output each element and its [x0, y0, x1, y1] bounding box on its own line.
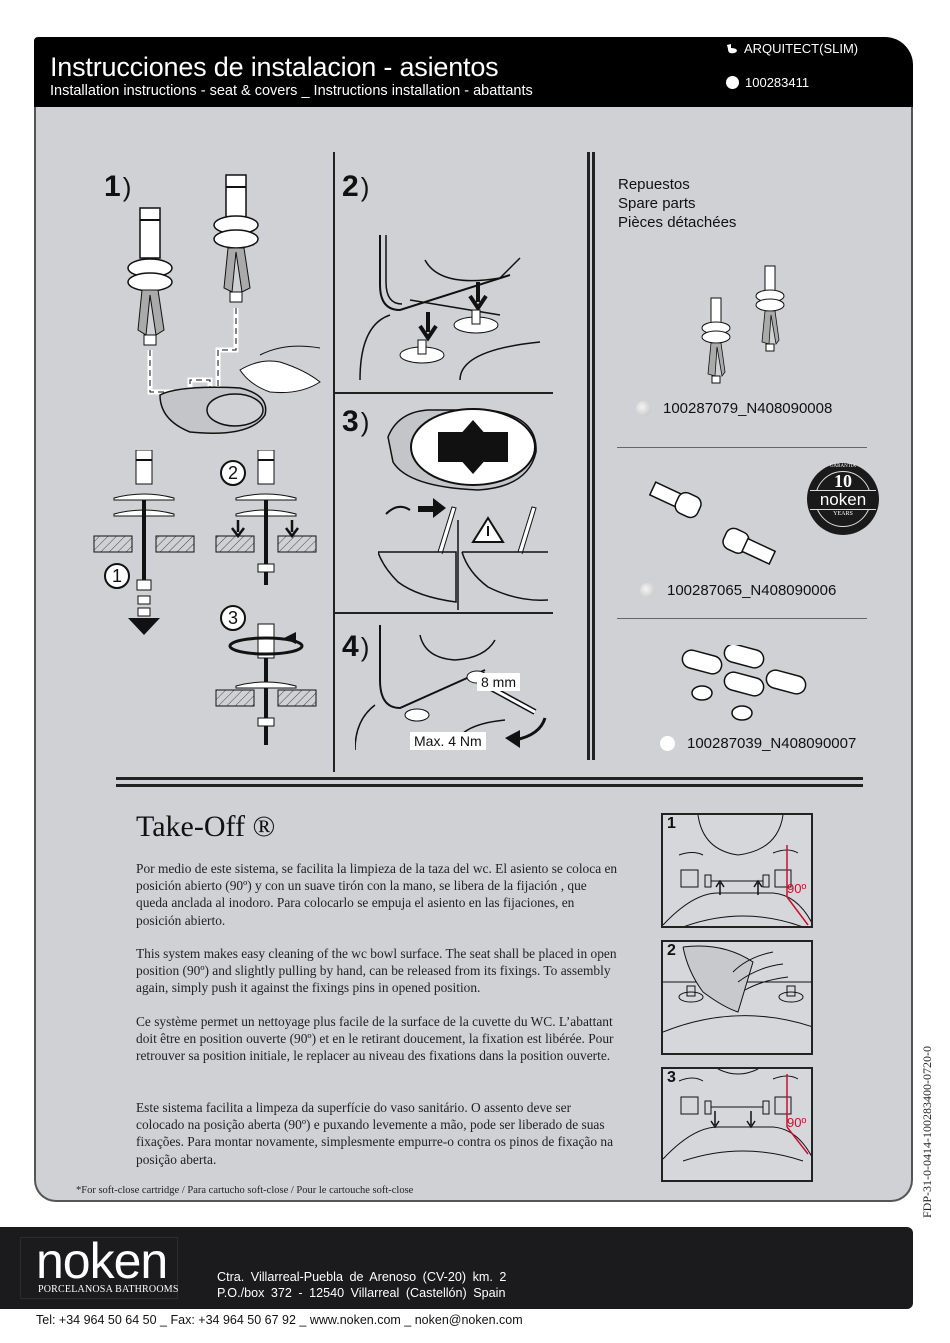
step-1-label: 1) — [104, 170, 132, 203]
heading-en: Spare parts — [618, 195, 696, 212]
seat-removal-step-2-image — [663, 945, 811, 1033]
spare-part-code: 100287079_N408090008 — [663, 400, 833, 417]
substep-2-badge: 2 — [220, 460, 246, 486]
spare-part-code: 100287065_N408090006 — [667, 582, 837, 599]
spare-part-item-3: 100287039_N408090007 — [660, 735, 856, 752]
step-2-label: 2) — [342, 170, 370, 203]
takeoff-text-pt: Este sistema facilita a limpeza da super… — [136, 1100, 614, 1167]
warranty-years-label: YEARS — [833, 511, 853, 517]
warranty-years: 10 — [834, 471, 852, 491]
model-label: ARQUITECT(SLIM) — [726, 41, 858, 56]
divider-step3-4 — [333, 612, 553, 614]
warranty-brand: noken — [810, 490, 876, 510]
takeoff-diagram-3: 3 90º — [661, 1067, 813, 1182]
angle-label: 90º — [787, 881, 807, 896]
takeoff-diagram-2: 2 — [661, 940, 813, 1055]
spare-divider-1 — [617, 447, 867, 448]
divider-spare-left — [587, 152, 590, 760]
takeoff-text-en: This system makes easy cleaning of the w… — [136, 946, 617, 996]
takeoff-text-es: Por medio de este sistema, se facilita l… — [136, 861, 618, 928]
spare-parts-heading: Repuestos Spare parts Pièces détachées — [618, 175, 736, 232]
brand-logo: noken — [36, 1233, 168, 1289]
document-code: FDP-31-0-0414-100283400-0720-0 — [920, 1046, 934, 1218]
spare-part-buffers-image — [681, 645, 807, 721]
address-line-2: P.O./box 372 - 12540 Villarreal (Castell… — [217, 1286, 506, 1300]
spare-part-code: 100287039_N408090007 — [687, 735, 857, 752]
spare-part-softclose-cartridge-image — [648, 481, 777, 566]
contact-info: Tel: +34 964 50 64 50 _ Fax: +34 964 50 … — [36, 1313, 523, 1327]
footer-bar: noken PORCELANOSA BATHROOMS Ctra. Villar… — [0, 1227, 913, 1309]
heading-es: Repuestos — [618, 176, 690, 193]
angle-label: 90º — [787, 1115, 807, 1130]
substep-1-badge: 1 — [104, 563, 130, 589]
finish-white-icon — [660, 736, 675, 751]
substep-3-badge: 3 — [220, 605, 246, 631]
spare-part-item-1: 100287079_N408090008 — [636, 400, 832, 417]
brand-tagline: PORCELANOSA BATHROOMS — [38, 1284, 179, 1295]
footnote: *For soft-close cartridge / Para cartuch… — [76, 1185, 414, 1196]
model-name: ARQUITECT(SLIM) — [744, 41, 859, 56]
warranty-top-text: GARANTIA — [829, 464, 857, 469]
step-4-label: 4) — [342, 630, 370, 663]
step-2-illustration — [359, 235, 541, 381]
diagram-number: 3 — [667, 1069, 676, 1086]
diagram-number: 2 — [667, 942, 676, 959]
takeoff-diagram-1: 1 90º — [661, 813, 813, 928]
seat-removal-step-3-image — [663, 1069, 811, 1162]
step-3-illustration — [378, 408, 549, 610]
finish-chrome-icon — [640, 583, 655, 598]
torque-label: Max. 4 Nm — [410, 732, 486, 750]
step-1-illustration — [127, 174, 321, 434]
company-address: Ctra. Villarreal-Puebla de Arenoso (CV-2… — [217, 1269, 506, 1301]
section-divider-bottom — [116, 784, 863, 787]
wrench-size-label: 8 mm — [477, 673, 520, 691]
divider-spare-right — [592, 152, 595, 760]
takeoff-text-fr: Ce système permet un nettoyage plus faci… — [136, 1014, 614, 1064]
spare-part-fixing-bolts-image — [701, 265, 785, 384]
heading-fr: Pièces détachées — [618, 214, 737, 231]
page-subtitle: Installation instructions - seat & cover… — [50, 83, 533, 99]
diagram-number: 1 — [667, 815, 676, 832]
product-code: 100283411 — [745, 75, 810, 90]
seat-removal-step-1-image — [663, 815, 811, 926]
product-code-label: 100283411 — [726, 75, 809, 90]
finish-white-icon — [726, 76, 739, 89]
page-title: Instrucciones de instalacion - asientos — [50, 52, 499, 82]
section-divider-top — [116, 777, 863, 780]
address-line-1: Ctra. Villarreal-Puebla de Arenoso (CV-2… — [217, 1270, 507, 1284]
spare-divider-2 — [617, 618, 867, 619]
divider-step2-3 — [333, 392, 553, 394]
step-3-label: 3) — [342, 405, 370, 438]
step-1-detail-illustration — [93, 450, 317, 745]
divider-vertical — [333, 152, 335, 772]
logo-frame — [20, 1237, 178, 1299]
spare-part-item-2: 100287065_N408090006 — [640, 582, 836, 599]
finish-chrome-icon — [636, 401, 651, 416]
warranty-badge: GARANTIA 10 noken YEARS — [807, 463, 879, 535]
document-header: Instrucciones de instalacion - asientos … — [34, 37, 913, 107]
takeoff-title: Take-Off ® — [136, 810, 276, 843]
toilet-icon — [727, 43, 737, 53]
